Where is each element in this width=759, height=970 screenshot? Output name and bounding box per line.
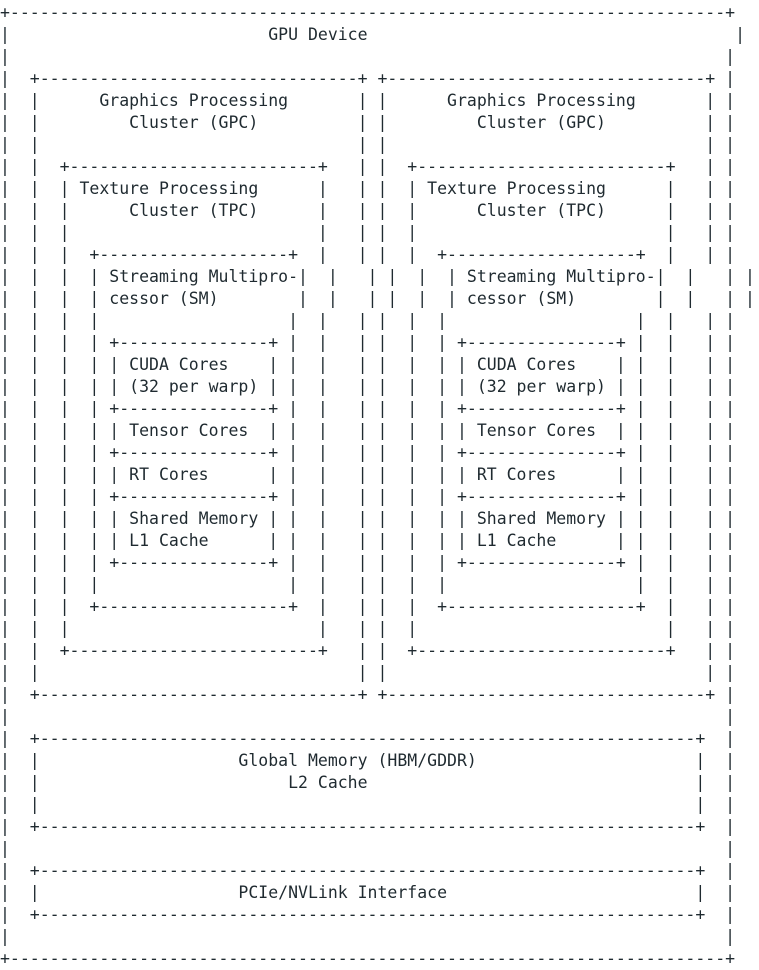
- diagram-line: | | | | | | | | | |: [0, 223, 736, 242]
- diagram-line: | | | +-------------------+ | | | | +---…: [0, 245, 736, 264]
- diagram-line: | | | +-------------------+ | | | | +---…: [0, 597, 736, 616]
- diagram-line: | | | | | L1 Cache | | | | | | | | L1 Ca…: [0, 531, 736, 550]
- diagram-line: | | | | +---------------+ | | | | | | +-…: [0, 487, 736, 506]
- diagram-line: | | | | cessor (SM) | | | | | | cessor (…: [0, 289, 755, 308]
- diagram-line: | | | | | | | | | | | | | |: [0, 575, 736, 594]
- diagram-line: | |: [0, 839, 736, 858]
- diagram-line: | | | | | | | | | |: [0, 619, 736, 638]
- diagram-line: | | | | | |: [0, 663, 736, 682]
- diagram-line: | |: [0, 47, 736, 66]
- diagram-line: | | | Cluster (TPC) | | | | Cluster (TPC…: [0, 201, 736, 220]
- diagram-line: | |: [0, 927, 736, 946]
- diagram-line: | | | | +---------------+ | | | | | | +-…: [0, 399, 736, 418]
- diagram-line: | | L2 Cache | |: [0, 773, 736, 792]
- diagram-line: | | | | +---------------+ | | | | | | +-…: [0, 553, 736, 572]
- diagram-line: | |: [0, 707, 736, 726]
- diagram-line: | +--------------------------------+ +--…: [0, 69, 736, 88]
- diagram-line: | | Global Memory (HBM/GDDR) | |: [0, 751, 736, 770]
- diagram-line: | | | | +---------------+ | | | | | | +-…: [0, 333, 736, 352]
- diagram-line: | | Graphics Processing | | Graphics Pro…: [0, 91, 736, 110]
- diagram-line: | | | | | RT Cores | | | | | | | | RT Co…: [0, 465, 736, 484]
- diagram-line: | +-------------------------------------…: [0, 817, 736, 836]
- diagram-line: | | | |: [0, 795, 736, 814]
- diagram-line: | | | Texture Processing | | | | Texture…: [0, 179, 736, 198]
- diagram-line: | | | | | Tensor Cores | | | | | | | | T…: [0, 421, 736, 440]
- diagram-line: | | | | +---------------+ | | | | | | +-…: [0, 443, 736, 462]
- diagram-line: | | | | Streaming Multipro-| | | | | | S…: [0, 267, 755, 286]
- diagram-line: | GPU Device |: [0, 25, 746, 44]
- diagram-line: +---------------------------------------…: [0, 3, 736, 22]
- diagram-line: | | | | | CUDA Cores | | | | | | | | CUD…: [0, 355, 736, 374]
- diagram-line: +---------------------------------------…: [0, 949, 736, 968]
- diagram-line: | | | | | |: [0, 135, 736, 154]
- diagram-line: | +-------------------------------------…: [0, 729, 736, 748]
- diagram-line: | +-------------------------------------…: [0, 905, 736, 924]
- diagram-line: | +--------------------------------+ +--…: [0, 685, 736, 704]
- diagram-line: | | | | | | | | | | | | | |: [0, 311, 736, 330]
- diagram-line: | | +-------------------------+ | | +---…: [0, 641, 736, 660]
- diagram-line: | | Cluster (GPC) | | Cluster (GPC) | |: [0, 113, 736, 132]
- diagram-line: | | | | | Shared Memory | | | | | | | | …: [0, 509, 736, 528]
- diagram-line: | +-------------------------------------…: [0, 861, 736, 880]
- diagram-line: | | PCIe/NVLink Interface | |: [0, 883, 736, 902]
- diagram-line: | | | | | (32 per warp) | | | | | | | | …: [0, 377, 736, 396]
- gpu-architecture-ascii-diagram: +---------------------------------------…: [0, 3, 755, 968]
- diagram-line: | | +-------------------------+ | | +---…: [0, 157, 736, 176]
